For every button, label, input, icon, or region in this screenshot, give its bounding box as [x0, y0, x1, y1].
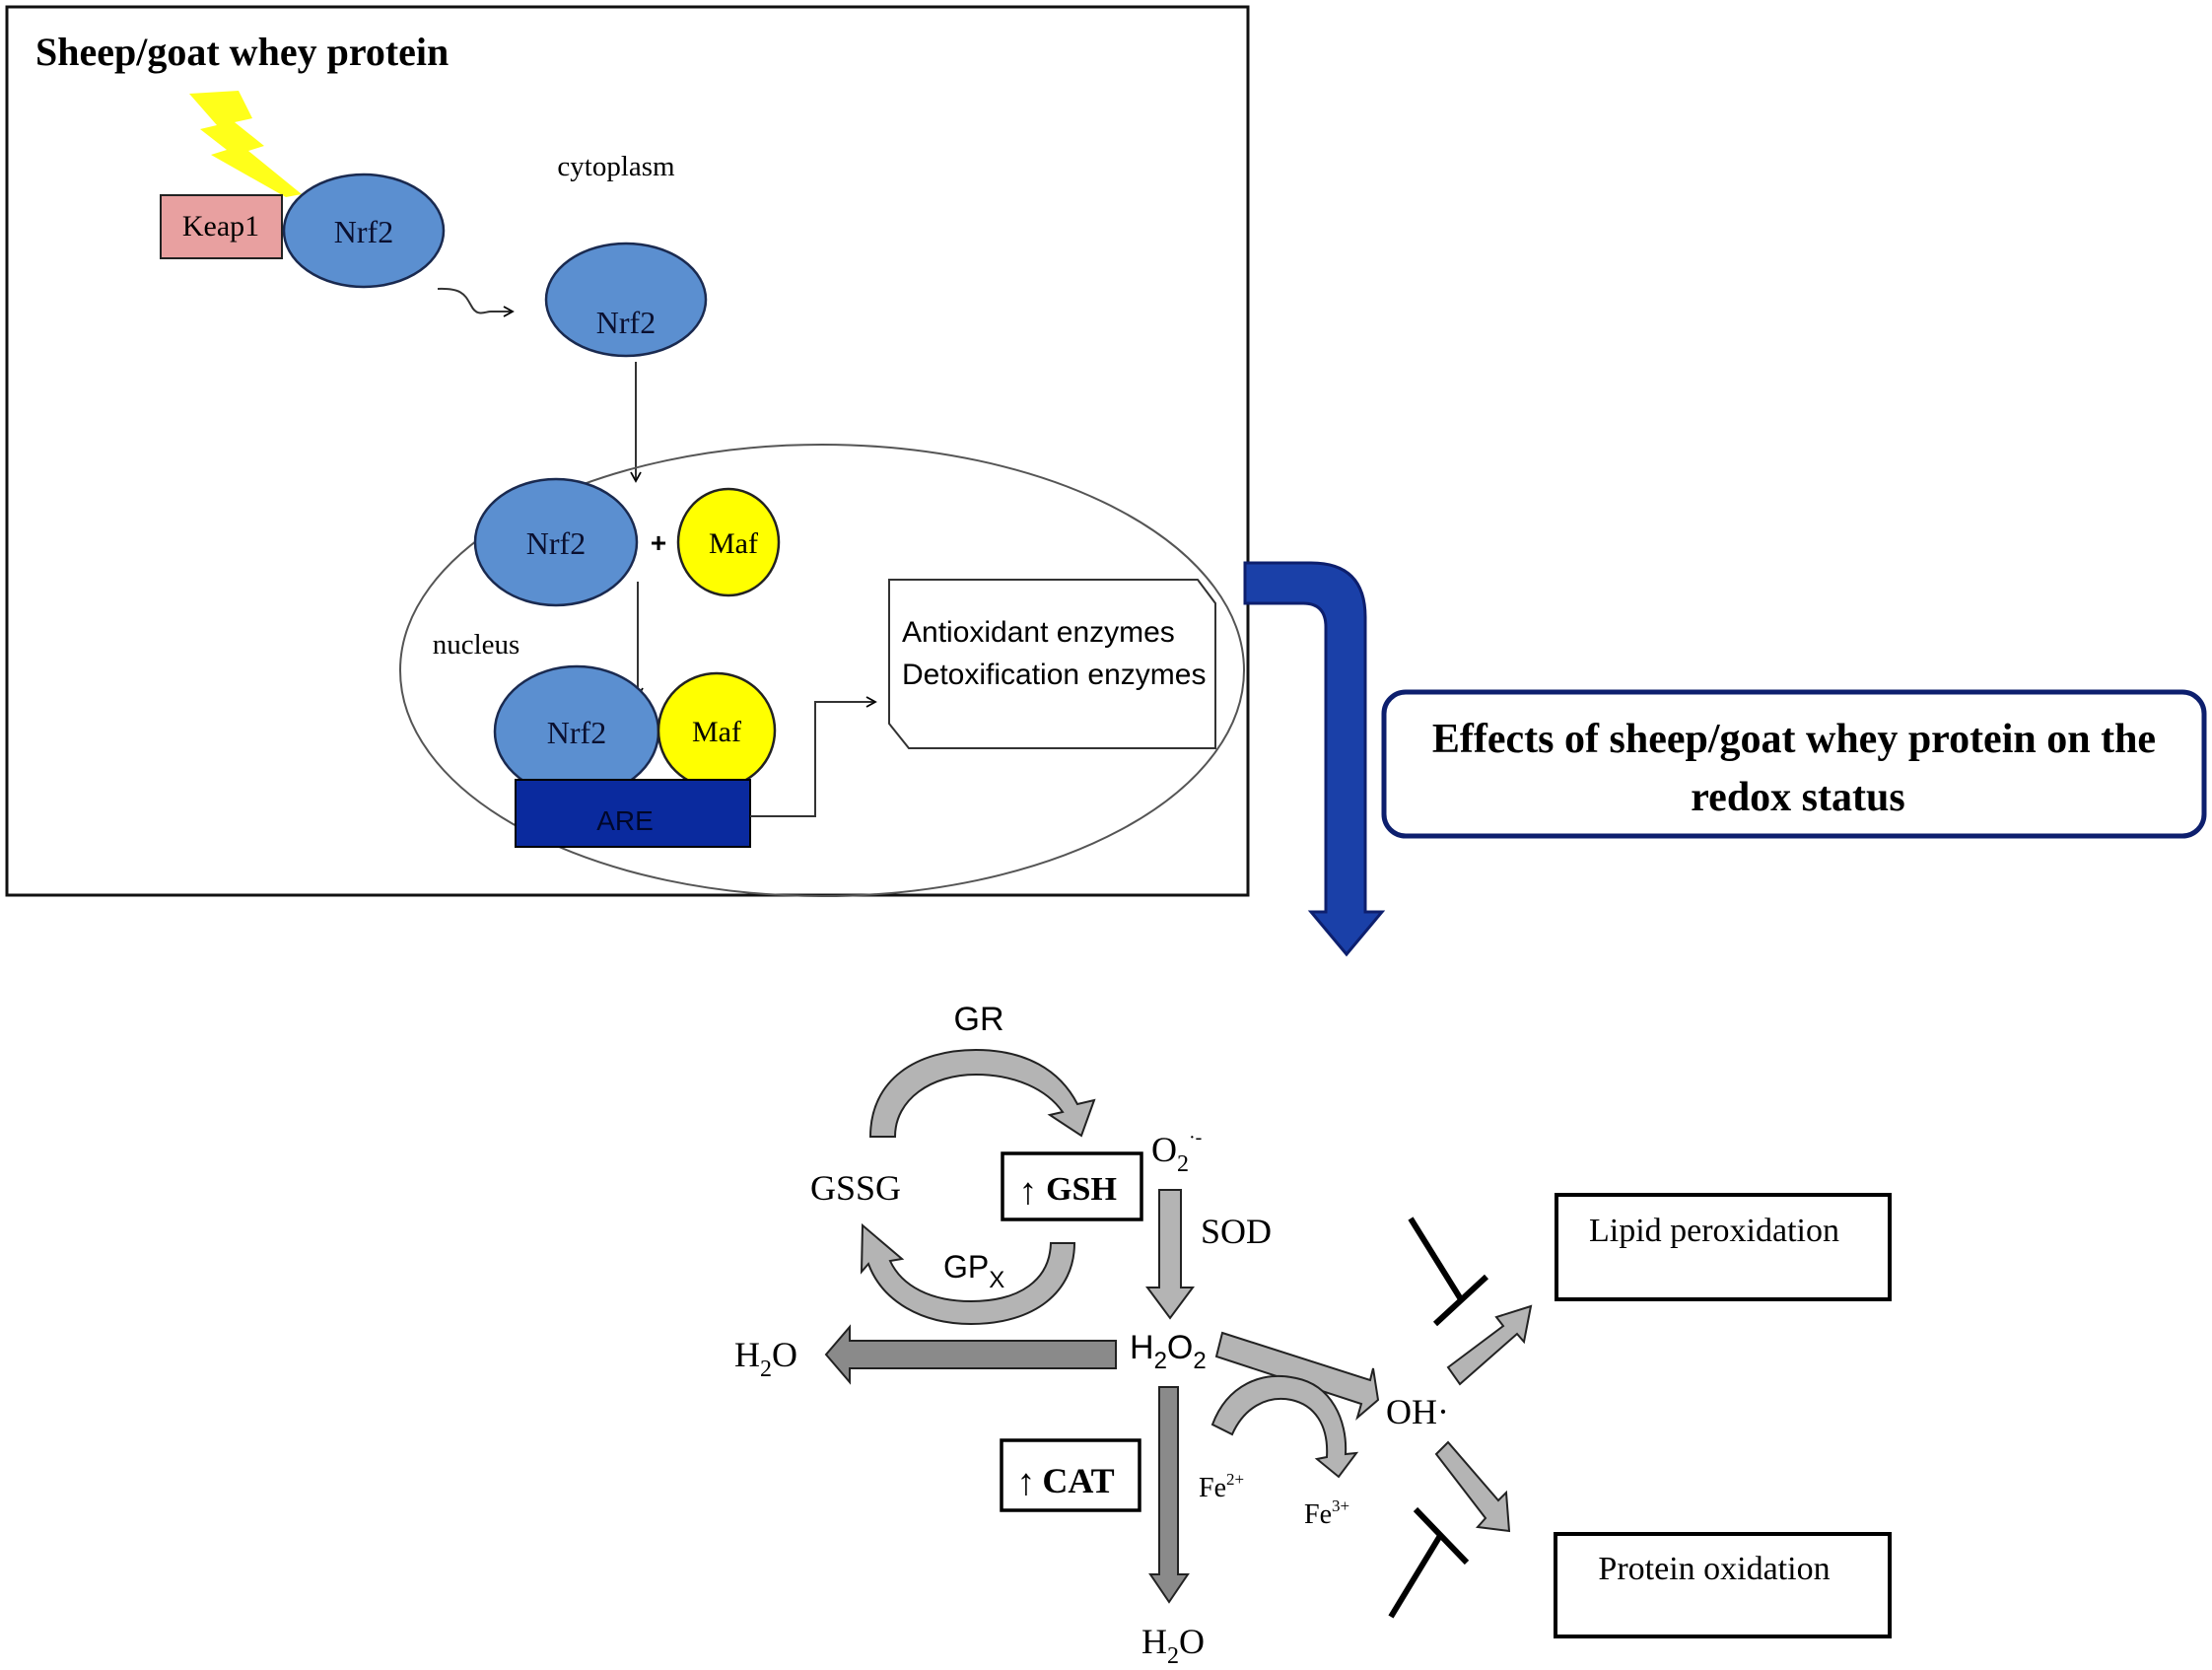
- are-label: ARE: [596, 805, 654, 836]
- gpx-to-water-arrow: [824, 1324, 1117, 1385]
- nucleus-label: nucleus: [433, 629, 520, 661]
- enzymes-box: [888, 579, 1216, 749]
- plus-sign: +: [651, 527, 666, 558]
- protein-oxidation-label: Protein oxidation: [1598, 1551, 1830, 1587]
- cytoplasm-label: cytoplasm: [557, 151, 675, 182]
- fe2-label: Fe2+: [1199, 1470, 1244, 1503]
- sod-label: SOD: [1201, 1212, 1272, 1251]
- nrf2-ellipse-nuclear: [473, 477, 639, 607]
- protein-oxidation-box: [1554, 1532, 1892, 1638]
- gsh-box: ↑ GSH: [1001, 1151, 1143, 1221]
- nrf2-ellipse-bound: [282, 173, 446, 289]
- h2o-left-label: H2O: [734, 1335, 797, 1382]
- fe3-label: Fe3+: [1304, 1496, 1349, 1530]
- lipid-peroxidation-label: Lipid peroxidation: [1589, 1213, 1839, 1249]
- nrf2-ellipse-free: [544, 242, 708, 358]
- oh-to-lipid-arrow: [1446, 1304, 1533, 1386]
- gr-label: GR: [954, 1001, 1004, 1038]
- nrf2-label-bound: Nrf2: [334, 214, 393, 249]
- h2o2-label: H2O2: [1130, 1329, 1207, 1374]
- gsh-up-arrow-icon: ↑: [1019, 1171, 1038, 1213]
- nrf2-label-nuclear: Nrf2: [526, 525, 586, 561]
- maf-label-are: Maf: [692, 716, 741, 748]
- protein-inhibition-icon: [1388, 1506, 1470, 1619]
- nrf2-label-are: Nrf2: [547, 715, 606, 750]
- fenton-arrow: [1214, 1331, 1380, 1421]
- are-box: [515, 779, 751, 848]
- enzymes-line-1: Antioxidant enzymes: [902, 616, 1175, 649]
- effects-line-2: redox status: [1691, 775, 1904, 820]
- release-arrow: [437, 287, 515, 317]
- transcription-arrow: [750, 696, 877, 817]
- oh-to-protein-arrow: [1434, 1440, 1511, 1533]
- keap1-box: [160, 194, 283, 259]
- h2o-bottom-label: H2O: [1141, 1622, 1205, 1669]
- effects-box: [1381, 689, 2207, 839]
- superoxide-label: O2·-: [1151, 1127, 1202, 1177]
- big-down-arrow-icon: [1243, 561, 1386, 957]
- iron-curved-arrow: [1210, 1374, 1359, 1479]
- keap1-label: Keap1: [182, 210, 259, 243]
- gr-curved-arrow: [868, 1048, 1096, 1138]
- lipid-inhibition-icon: [1408, 1217, 1489, 1327]
- cat-down-arrow: [1148, 1386, 1190, 1604]
- cat-up-arrow-icon: ↑: [1017, 1462, 1036, 1503]
- lipid-peroxidation-box: [1555, 1193, 1892, 1301]
- cat-label: CAT: [1042, 1461, 1114, 1500]
- lightning-bolt-icon: [189, 91, 302, 197]
- enzymes-line-2: Detoxification enzymes: [902, 659, 1206, 691]
- gpx-label: GPX: [943, 1249, 1004, 1293]
- maf-ellipse: [676, 487, 781, 597]
- panel-title: Sheep/goat whey protein: [35, 30, 449, 74]
- effects-line-1: Effects of sheep/goat whey protein on th…: [1432, 717, 2156, 762]
- gpx-curved-arrow: [860, 1222, 1076, 1326]
- maf-label: Maf: [709, 527, 758, 560]
- nucleus-ellipse: [399, 444, 1245, 897]
- gssg-label: GSSG: [810, 1168, 901, 1208]
- nrf2-label-free: Nrf2: [596, 305, 656, 340]
- cat-box: ↑ CAT: [1000, 1438, 1141, 1512]
- sod-arrow: [1145, 1189, 1195, 1320]
- gsh-label: GSH: [1046, 1171, 1117, 1208]
- hydroxyl-radical-label: OH·: [1386, 1392, 1449, 1431]
